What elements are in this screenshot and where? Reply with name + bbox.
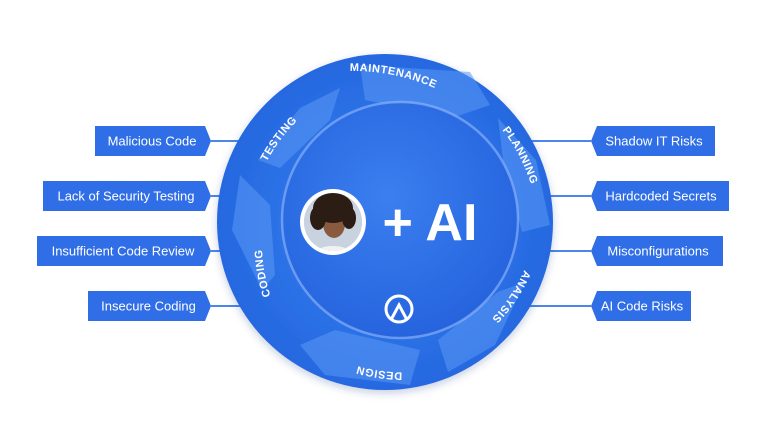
risk-label: Insufficient Code Review — [52, 244, 195, 259]
risk-label: Insecure Coding — [101, 299, 196, 314]
cycle-arrow-top-left — [258, 88, 340, 168]
cycle-arrow-bottom-right — [438, 282, 525, 372]
risk-box-shape — [591, 181, 729, 211]
risk-box-shape — [37, 236, 211, 266]
risk-label: Malicious Code — [108, 134, 197, 149]
risk-box-insufficient-code-review: Insufficient Code Review — [37, 236, 211, 266]
risk-box-shape — [88, 291, 211, 321]
cycle-arrow-left — [232, 175, 275, 290]
risk-box-shadow-it-risks: Shadow IT Risks — [591, 126, 715, 156]
center-title: + AI — [383, 194, 478, 252]
risk-box-shape — [95, 126, 211, 156]
risk-label: Lack of Security Testing — [57, 189, 194, 204]
risk-label: Misconfigurations — [607, 244, 709, 259]
risk-box-lack-of-security-testing: Lack of Security Testing — [43, 181, 211, 211]
risk-box-ai-code-risks: AI Code Risks — [591, 291, 691, 321]
risk-label: Hardcoded Secrets — [605, 189, 717, 204]
risk-box-shape — [591, 291, 691, 321]
avatar-portrait — [304, 193, 362, 251]
brand-logo-icon — [384, 294, 414, 324]
risk-box-insecure-coding: Insecure Coding — [88, 291, 211, 321]
risk-box-shape — [43, 181, 211, 211]
risk-label: AI Code Risks — [601, 299, 684, 314]
cycle-arrows — [232, 65, 550, 385]
risk-label: Shadow IT Risks — [605, 134, 703, 149]
risk-box-shape — [591, 126, 715, 156]
cycle-arrow-right — [498, 118, 550, 232]
risk-box-malicious-code: Malicious Code — [95, 126, 211, 156]
risk-box-hardcoded-secrets: Hardcoded Secrets — [591, 181, 729, 211]
risk-box-misconfigurations: Misconfigurations — [591, 236, 723, 266]
risk-box-shape — [591, 236, 723, 266]
cycle-arrow-bottom — [300, 330, 420, 385]
inner-core-disc — [280, 100, 520, 340]
developer-avatar — [300, 189, 366, 255]
